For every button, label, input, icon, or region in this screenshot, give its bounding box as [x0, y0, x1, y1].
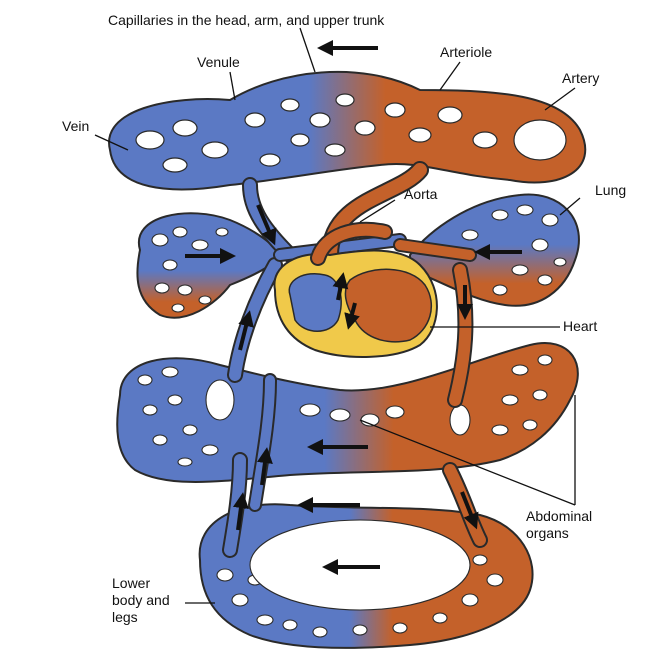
label-arteriole: Arteriole: [440, 44, 492, 61]
label-venule: Venule: [197, 54, 240, 71]
label-lung: Lung: [595, 182, 626, 199]
leader-venule: [230, 72, 235, 100]
label-abdominal: Abdominal organs: [526, 508, 626, 542]
upper-capillary-bed: [109, 72, 585, 190]
label-artery: Artery: [562, 70, 599, 87]
leader-arteriole: [440, 62, 460, 90]
label-lower-body: Lower body and legs: [112, 575, 184, 626]
label-aorta: Aorta: [404, 186, 437, 203]
abdominal-capillary-bed: [117, 343, 578, 482]
leader-capillaries: [300, 28, 315, 72]
label-heart: Heart: [563, 318, 597, 335]
label-capillaries: Capillaries in the head, arm, and upper …: [108, 12, 384, 29]
label-vein: Vein: [62, 118, 89, 135]
leader-artery: [545, 88, 575, 110]
lower-body-capillary-bed: [200, 504, 533, 648]
